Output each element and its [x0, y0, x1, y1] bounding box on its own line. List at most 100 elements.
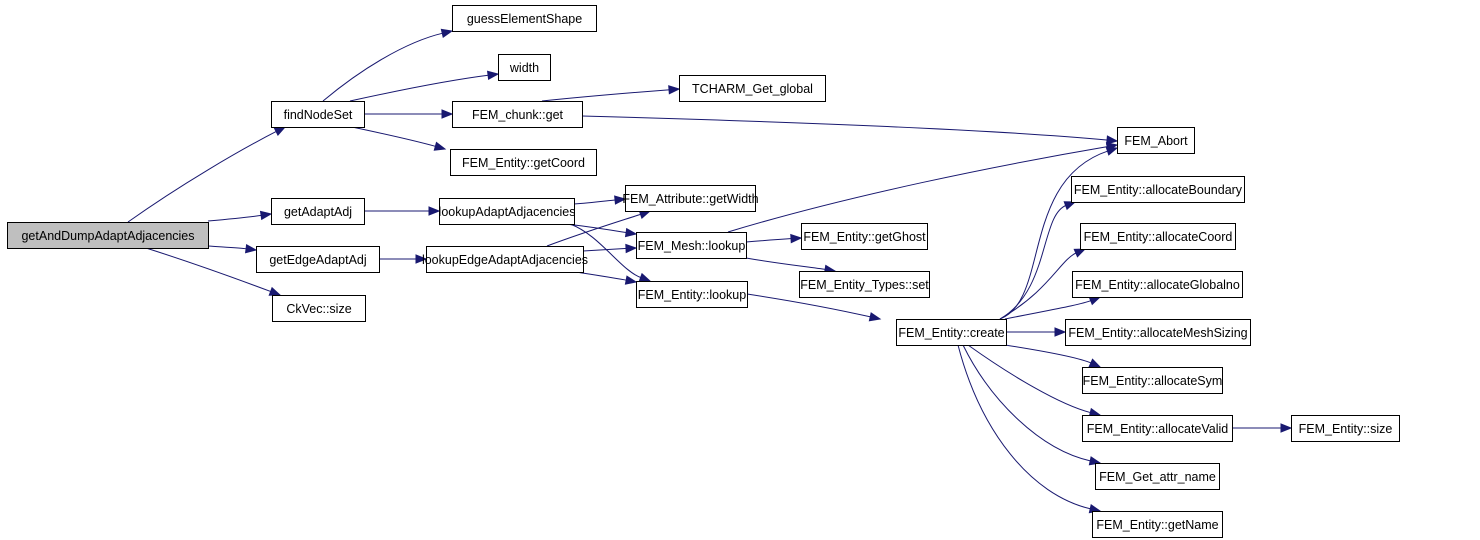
node-guessElementShape[interactable]: guessElementShape [452, 5, 597, 32]
edge-line [569, 223, 642, 279]
node-label: getAndDumpAdaptAdjacencies [21, 229, 194, 243]
node-label: getAdaptAdj [284, 205, 352, 219]
node-findNodeSet[interactable]: findNodeSet [271, 101, 365, 128]
node-getName[interactable]: FEM_Entity::getName [1092, 511, 1223, 538]
node-box [1117, 127, 1195, 154]
edge-line [727, 146, 1109, 233]
edge-create-to-allocCoord [999, 248, 1087, 320]
node-box [1071, 176, 1245, 203]
node-label: FEM_Entity::lookup [638, 288, 746, 302]
node-box [498, 54, 551, 81]
node-box [256, 246, 380, 273]
edge-line [999, 204, 1067, 320]
edge-line [967, 344, 1092, 414]
node-width[interactable]: width [498, 54, 551, 81]
edge-lookupEAA-to-meshLookup [582, 243, 638, 254]
edge-chunkGet-to-tcharm [541, 85, 681, 102]
node-label: FEM_Entity::allocateCoord [1084, 230, 1233, 244]
edge-line [745, 238, 793, 243]
node-allocValid[interactable]: FEM_Entity::allocateValid [1082, 415, 1233, 442]
node-lookupAA[interactable]: lookupAdaptAdjacencies [439, 198, 576, 225]
edge-line [962, 344, 1092, 462]
node-abort[interactable]: FEM_Abort [1117, 127, 1195, 154]
node-root[interactable]: getAndDumpAdaptAdjacencies [7, 222, 209, 249]
edge-findNodeSet-to-getCoord [351, 126, 447, 151]
edge-line [351, 126, 437, 148]
arrowhead-icon [486, 70, 500, 81]
edge-line [546, 213, 642, 247]
node-box [636, 281, 748, 308]
node-allocGlobalno[interactable]: FEM_Entity::allocateGlobalno [1072, 271, 1243, 298]
edge-create-to-allocBoundary [999, 201, 1077, 320]
edge-create-to-allocValid [967, 344, 1102, 418]
node-label: FEM_Entity::getCoord [462, 156, 585, 170]
node-create[interactable]: FEM_Entity::create [896, 319, 1007, 346]
edge-root-to-getEdgeAdaptAdj [207, 243, 258, 254]
node-tcharm[interactable]: TCHARM_Get_global [679, 75, 826, 102]
edge-root-to-findNodeSet [127, 126, 287, 223]
node-box [1080, 223, 1236, 250]
arrowhead-icon [428, 206, 441, 216]
node-typesSet[interactable]: FEM_Entity_Types::set [799, 271, 930, 298]
node-box [799, 271, 930, 298]
arrowhead-icon [624, 227, 638, 238]
edges-layer [127, 28, 1293, 514]
edge-line [746, 293, 872, 318]
arrowhead-icon [440, 28, 454, 39]
node-label: lookupEdgeAdaptAdjacencies [422, 253, 588, 267]
edge-create-to-getAttrName [962, 344, 1102, 466]
edge-root-to-ckvecSize [145, 247, 282, 296]
node-label: width [509, 61, 539, 75]
node-box [1072, 271, 1243, 298]
node-label: getEdgeAdaptAdj [269, 253, 366, 267]
node-attrGetWidth[interactable]: FEM_Attribute::getWidth [622, 185, 759, 212]
node-box [439, 198, 575, 225]
arrowhead-icon [259, 210, 273, 221]
node-chunkGet[interactable]: FEM_chunk::get [452, 101, 583, 128]
edge-line [127, 130, 278, 223]
node-getGhost[interactable]: FEM_Entity::getGhost [801, 223, 928, 250]
node-allocSym[interactable]: FEM_Entity::allocateSym [1082, 367, 1223, 394]
node-label: FEM_Abort [1124, 134, 1188, 148]
node-getAdaptAdj[interactable]: getAdaptAdj [271, 198, 365, 225]
arrowhead-icon [638, 272, 652, 282]
node-meshLookup[interactable]: FEM_Mesh::lookup [636, 232, 747, 259]
edge-getAdaptAdj-to-lookupAA [363, 206, 441, 216]
edge-line [575, 271, 628, 281]
node-label: FEM_Entity::getName [1096, 518, 1218, 532]
node-allocMeshSizing[interactable]: FEM_Entity::allocateMeshSizing [1065, 319, 1251, 346]
node-box [450, 149, 597, 176]
node-entitySize[interactable]: FEM_Entity::size [1291, 415, 1400, 442]
node-box [271, 101, 365, 128]
node-allocCoord[interactable]: FEM_Entity::allocateCoord [1080, 223, 1236, 250]
edge-line [1004, 299, 1092, 320]
node-getCoord[interactable]: FEM_Entity::getCoord [450, 149, 597, 176]
arrowhead-icon [1054, 327, 1067, 337]
node-allocBoundary[interactable]: FEM_Entity::allocateBoundary [1071, 176, 1245, 203]
node-label: FEM_Entity::allocateMeshSizing [1068, 326, 1247, 340]
node-lookupEAA[interactable]: lookupEdgeAdaptAdjacencies [422, 246, 588, 273]
node-box [1065, 319, 1251, 346]
edge-allocValid-to-entitySize [1232, 423, 1293, 433]
node-label: CkVec::size [286, 302, 351, 316]
node-getEdgeAdaptAdj[interactable]: getEdgeAdaptAdj [256, 246, 380, 273]
edge-create-to-allocMeshSizing [1006, 327, 1067, 337]
node-box [7, 222, 209, 249]
edge-root-to-getAdaptAdj [207, 210, 273, 222]
node-label: FEM_chunk::get [472, 108, 564, 122]
node-box [271, 198, 365, 225]
node-ckvecSize[interactable]: CkVec::size [272, 295, 366, 322]
arrowhead-icon [268, 286, 282, 296]
node-getAttrName[interactable]: FEM_Get_attr_name [1095, 463, 1220, 490]
node-label: FEM_Entity::allocateSym [1083, 374, 1223, 388]
node-entityLookup[interactable]: FEM_Entity::lookup [636, 281, 748, 308]
edge-getEdgeAdaptAdj-to-lookupEAA [379, 254, 428, 264]
node-box [896, 319, 1007, 346]
node-label: FEM_Entity::getGhost [803, 230, 926, 244]
node-box [426, 246, 584, 273]
edge-line [1004, 344, 1092, 364]
node-label: FEM_Entity::allocateValid [1087, 422, 1229, 436]
node-label: FEM_Entity::create [898, 326, 1004, 340]
node-box [1082, 415, 1233, 442]
